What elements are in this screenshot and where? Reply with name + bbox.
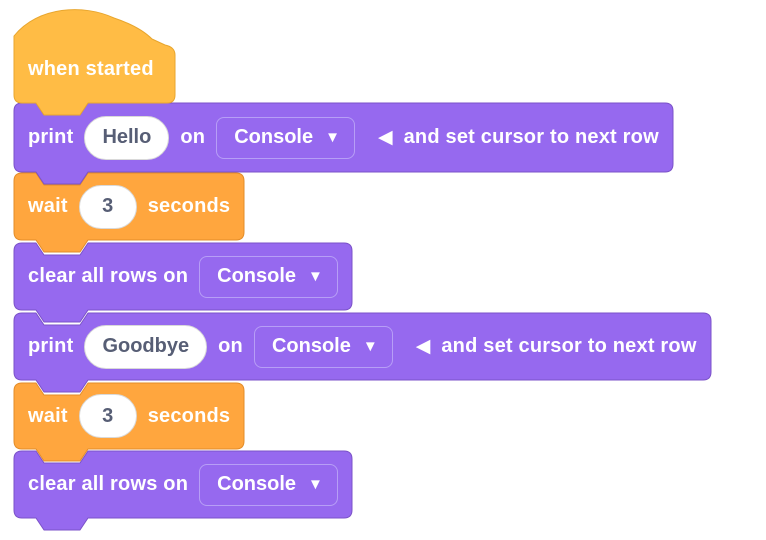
wait-label: wait bbox=[28, 404, 68, 427]
suffix-label: and set cursor to next row bbox=[403, 126, 659, 148]
on-label: on bbox=[218, 335, 243, 357]
console-dropdown[interactable]: Console ▼ bbox=[253, 325, 393, 368]
when-started-label: when started bbox=[28, 58, 154, 80]
suffix-label: and set cursor to next row bbox=[441, 335, 697, 357]
console-dropdown[interactable]: Console ▼ bbox=[199, 463, 338, 506]
collapse-arrow-icon[interactable]: ◀ bbox=[377, 127, 393, 148]
dropdown-value: Console bbox=[234, 126, 314, 148]
print-text-input[interactable]: Goodbye bbox=[84, 324, 208, 369]
seconds-label: seconds bbox=[147, 404, 231, 427]
block-wait-1[interactable]: wait 3 seconds bbox=[13, 172, 245, 253]
clear-rows-label: clear all rows on bbox=[28, 473, 189, 495]
dropdown-value: Console bbox=[217, 473, 297, 495]
print-label: print bbox=[28, 335, 74, 357]
block-print-hello[interactable]: print Hello on Console ▼ ◀ and set curso… bbox=[13, 102, 674, 185]
block-wait-2[interactable]: wait 3 seconds bbox=[13, 382, 245, 462]
wait-seconds-input[interactable]: 3 bbox=[78, 184, 137, 229]
collapse-arrow-icon[interactable]: ◀ bbox=[415, 336, 431, 357]
console-dropdown[interactable]: Console ▼ bbox=[199, 255, 338, 298]
block-print-goodbye[interactable]: print Goodbye on Console ▼ ◀ and set cur… bbox=[13, 312, 712, 393]
dropdown-value: Console bbox=[271, 335, 351, 357]
seconds-label: seconds bbox=[147, 195, 231, 217]
wait-label: wait bbox=[28, 195, 68, 217]
dropdown-caret-icon: ▼ bbox=[325, 129, 340, 146]
wait-seconds-input[interactable]: 3 bbox=[78, 394, 137, 438]
print-label: print bbox=[28, 126, 74, 148]
dropdown-caret-icon: ▼ bbox=[308, 476, 323, 493]
dropdown-caret-icon: ▼ bbox=[362, 338, 378, 355]
dropdown-caret-icon: ▼ bbox=[308, 268, 323, 285]
on-label: on bbox=[180, 126, 206, 148]
block-when-started[interactable]: when started bbox=[13, 8, 176, 116]
console-dropdown[interactable]: Console ▼ bbox=[216, 116, 355, 159]
block-clear-rows-2[interactable]: clear all rows on Console ▼ bbox=[13, 450, 353, 531]
block-clear-rows-1[interactable]: clear all rows on Console ▼ bbox=[13, 242, 353, 323]
clear-rows-label: clear all rows on bbox=[28, 265, 189, 287]
print-text-input[interactable]: Hello bbox=[84, 115, 170, 160]
dropdown-value: Console bbox=[217, 265, 297, 287]
